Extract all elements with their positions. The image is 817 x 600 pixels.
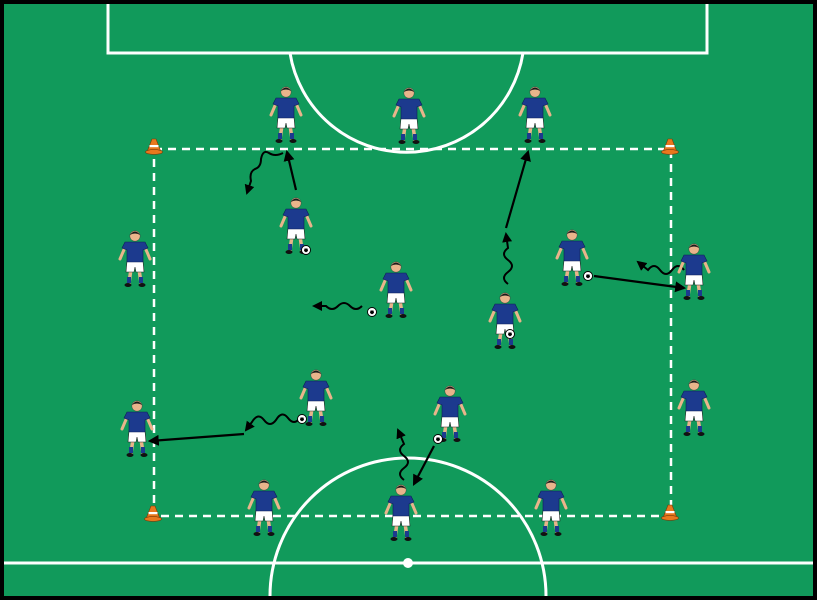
dribble-arrows	[244, 150, 685, 481]
ball	[297, 414, 307, 424]
dribble-arrow	[396, 428, 409, 481]
dribble-arrow	[312, 301, 363, 311]
pass-arrow	[147, 432, 245, 446]
ball	[301, 245, 311, 255]
center-spot	[403, 558, 413, 568]
dribble-arrow	[244, 413, 301, 432]
ball	[505, 329, 515, 339]
pass-arrow	[412, 445, 435, 486]
penalty-arc	[288, 52, 525, 154]
dribble-arrow	[244, 150, 284, 195]
penalty-area	[106, 4, 709, 55]
center-circle	[268, 456, 548, 597]
grid-boundary	[152, 147, 673, 518]
ball	[433, 434, 443, 444]
pass-arrow	[593, 274, 687, 293]
ball	[583, 271, 593, 281]
dribble-arrow	[636, 260, 685, 275]
pass-arrow	[283, 149, 298, 191]
pass-arrows	[147, 149, 687, 486]
pass-arrow	[504, 149, 531, 229]
ball	[367, 307, 377, 317]
dribble-arrow	[502, 232, 513, 285]
